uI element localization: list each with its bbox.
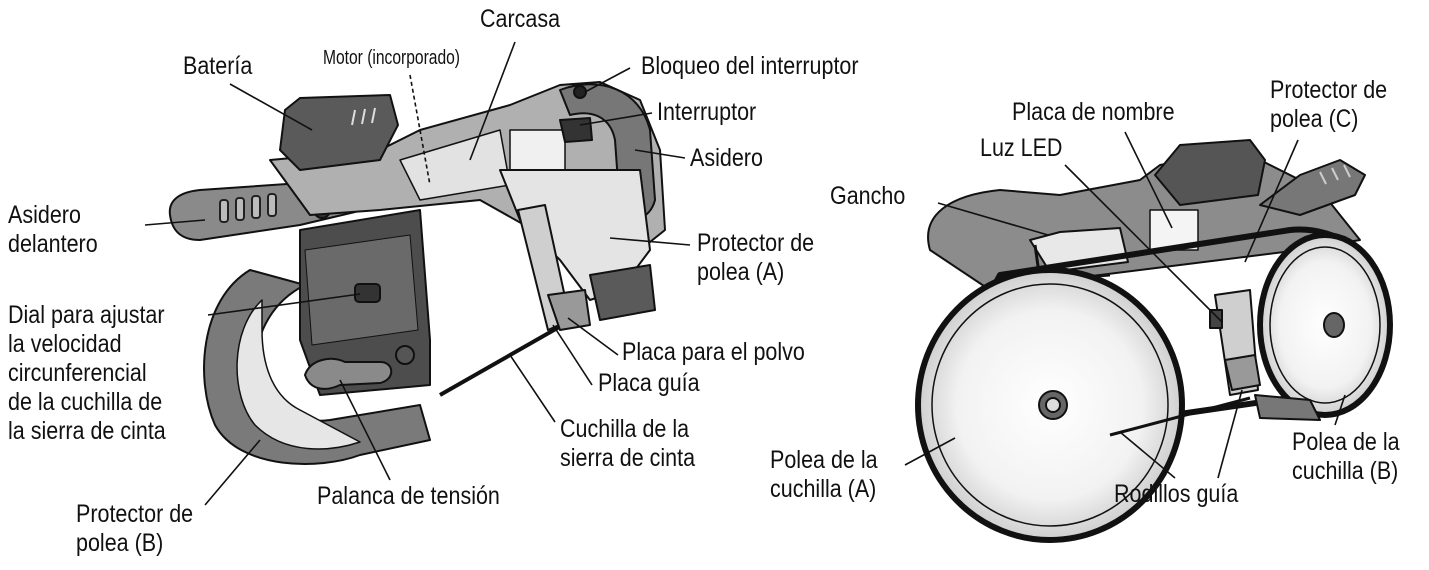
label-bloqueo-interruptor: Bloqueo del interruptor (641, 52, 859, 80)
leader-bloqueo (584, 67, 631, 93)
label-cuchilla-sierra: Cuchilla de la sierra de cinta (560, 415, 696, 472)
label-asidero: Asidero (690, 144, 763, 172)
right-battery-shape (1154, 139, 1266, 206)
speed-dial-shape (354, 283, 381, 303)
leader-polea-a (904, 437, 956, 466)
leader-placa-nombre (1124, 131, 1173, 229)
leader-bateria (229, 83, 313, 131)
label-polea-cuchilla-a: Polea de la cuchilla (A) (770, 446, 878, 503)
leader-dial (207, 293, 361, 316)
label-placa-nombre: Placa de nombre (1012, 98, 1175, 126)
left-view-saw (168, 81, 666, 465)
label-asidero-delantero: Asidero delantero (8, 201, 98, 258)
label-carcasa: Carcasa (480, 5, 561, 33)
leader-gancho (937, 202, 1049, 236)
label-protector-polea-c: Protector de polea (C) (1270, 76, 1388, 133)
leader-carcasa (469, 41, 516, 161)
label-polea-cuchilla-b: Polea de la cuchilla (B) (1292, 428, 1400, 485)
label-placa-guia: Placa guía (598, 369, 700, 397)
label-gancho: Gancho (830, 182, 906, 210)
battery-shape (279, 94, 399, 171)
leader-protector-c (1244, 139, 1299, 263)
label-protector-polea-b: Protector de polea (B) (76, 500, 194, 557)
label-interruptor: Interruptor (657, 98, 757, 126)
tension-lever-shape (304, 357, 393, 390)
leader-lines (144, 41, 1346, 506)
label-protector-polea-a: Protector de polea (A) (697, 229, 815, 286)
label-bateria: Batería (183, 52, 253, 80)
leader-protector-a (609, 237, 691, 246)
label-motor: Motor (incorporado) (323, 47, 460, 69)
right-view-saw (915, 139, 1393, 543)
leader-polea-b (1334, 394, 1346, 426)
leader-protector-b (204, 439, 261, 506)
leader-asidero (634, 149, 686, 159)
leader-palanca (339, 379, 391, 481)
leader-rodillos-2 (1217, 389, 1243, 479)
label-rodillos-guia: Rodillos guía (1114, 480, 1239, 508)
blade-line (439, 316, 576, 397)
label-dial-velocidad: Dial para ajustar la velocidad circunfer… (8, 301, 166, 445)
leader-asidero-delantero (144, 219, 206, 226)
label-luz-led: Luz LED (980, 134, 1063, 162)
leader-placa-polvo (567, 317, 619, 356)
label-placa-polvo: Placa para el polvo (622, 338, 805, 366)
label-palanca-tension: Palanca de tensión (317, 482, 500, 510)
leader-placa-guia (552, 324, 593, 386)
leader-rodillos-1 (1119, 431, 1176, 479)
leader-cuchilla (509, 354, 556, 423)
leader-luz-led (1064, 164, 1223, 323)
leader-interruptor (579, 112, 653, 126)
leader-motor (409, 74, 431, 186)
